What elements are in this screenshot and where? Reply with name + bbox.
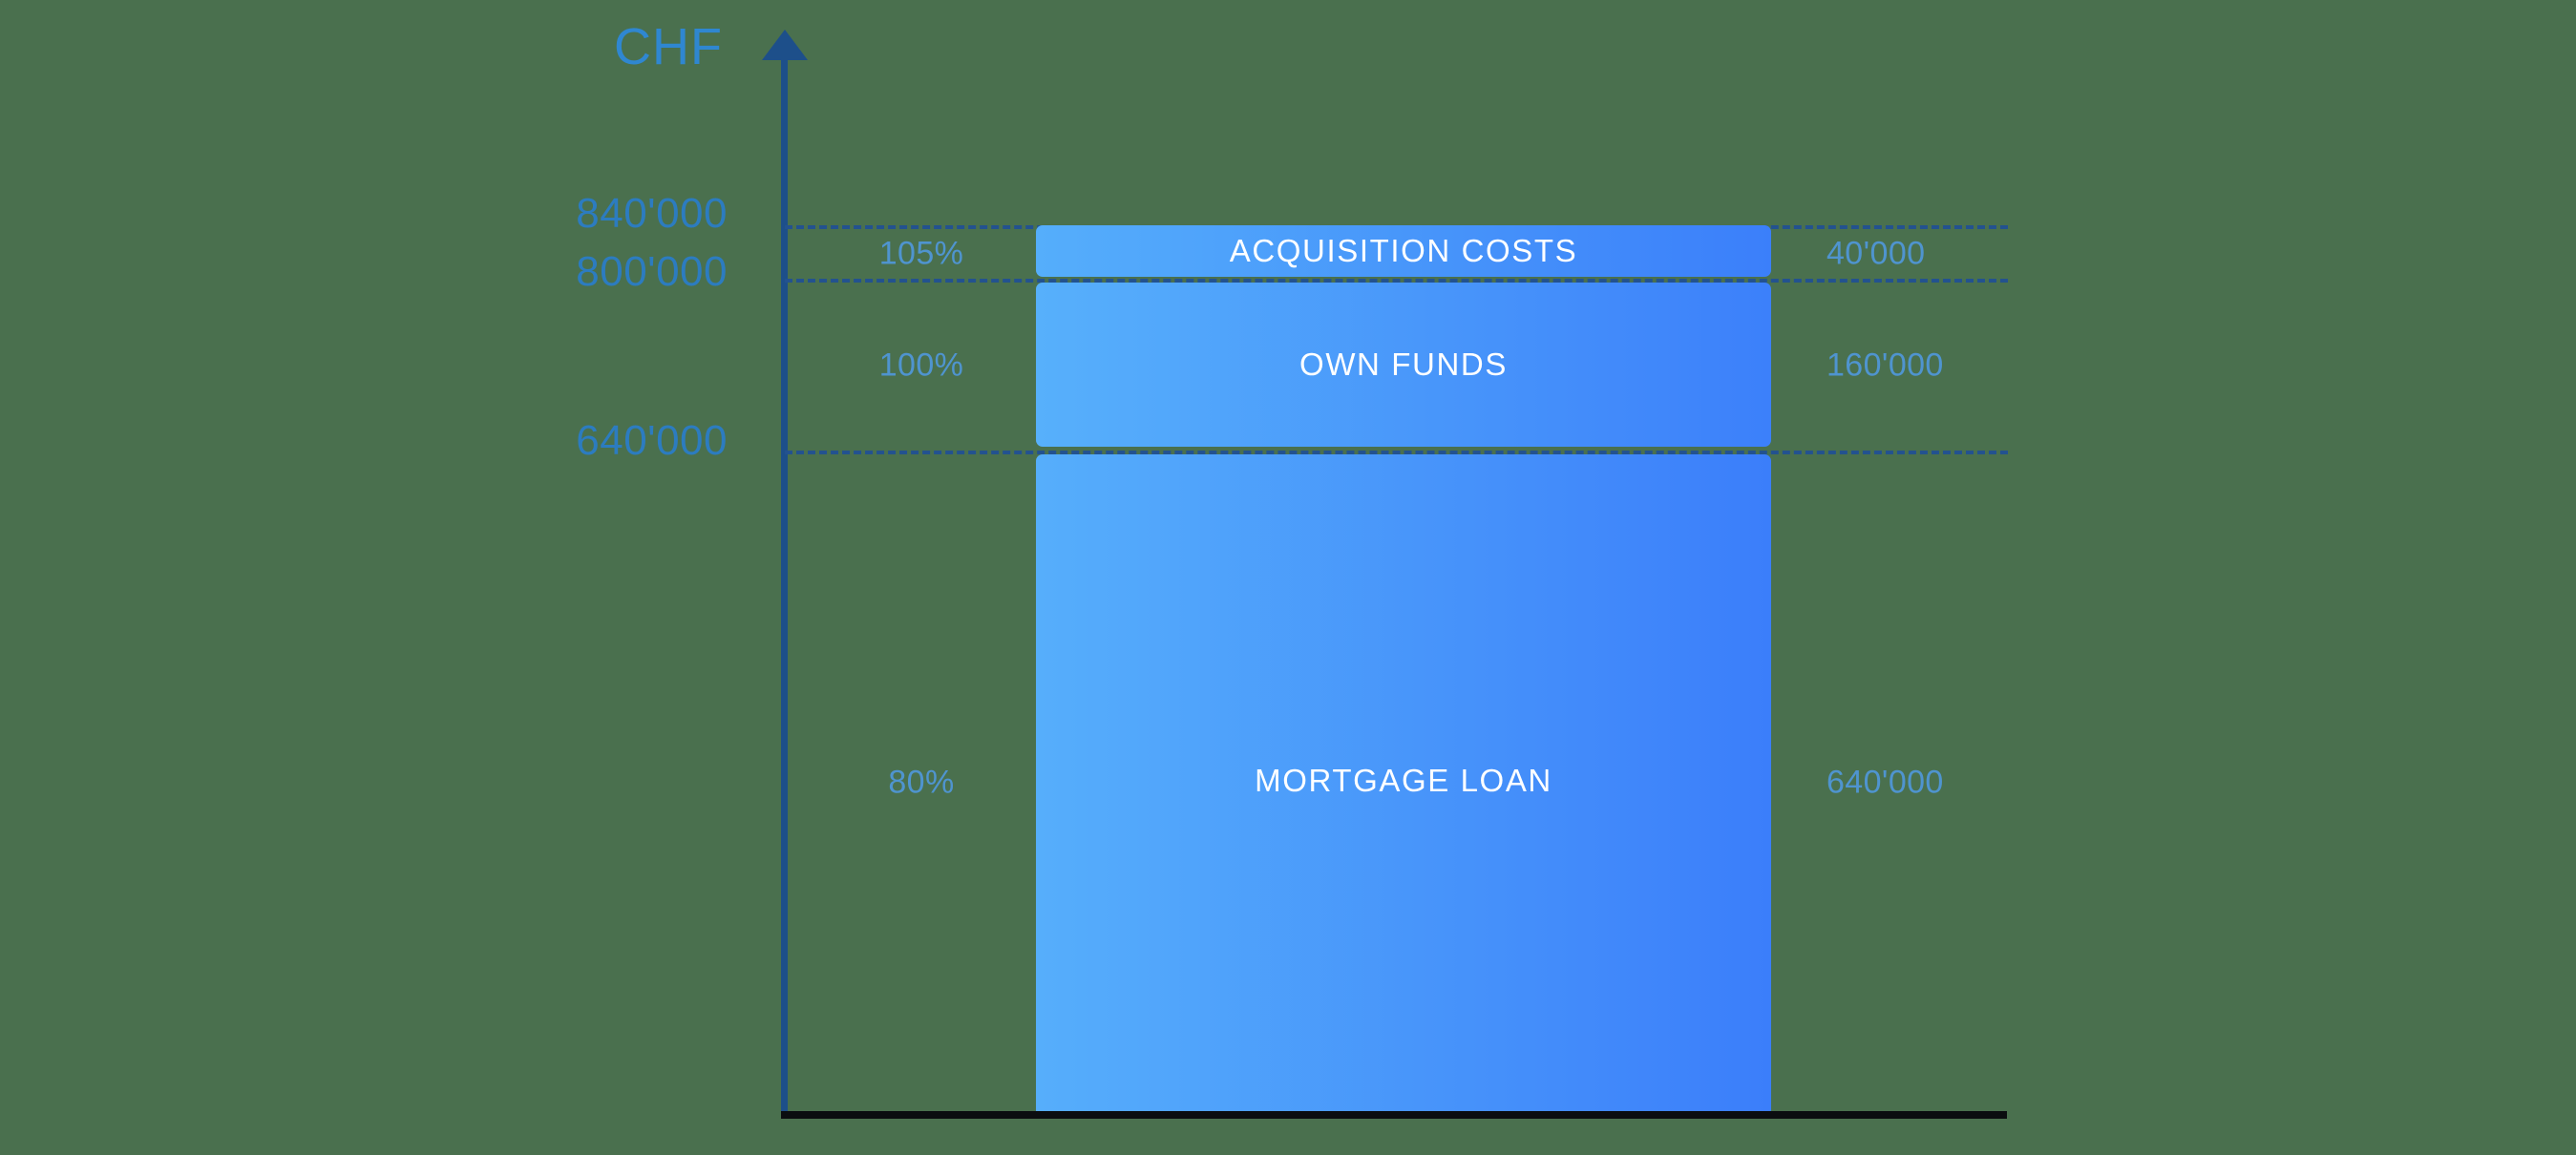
x-axis-line	[781, 1111, 2007, 1119]
y-axis-line	[781, 57, 788, 1117]
amount-label-acquisition-costs: 40'000	[1826, 235, 1926, 272]
bar-segment-mortgage-loan[interactable]: MORTGAGE LOAN	[1036, 454, 1771, 1111]
y-tick-label-840000: 840'000	[576, 190, 728, 237]
y-axis-arrow-icon	[762, 30, 808, 60]
bar-segment-own-funds[interactable]: OWN FUNDS	[1036, 283, 1771, 447]
bar-segment-label-own-funds: OWN FUNDS	[1299, 346, 1508, 382]
percent-label-own-funds: 100%	[878, 346, 964, 384]
bar-segment-label-mortgage-loan: MORTGAGE LOAN	[1255, 763, 1552, 798]
guide-line-800000	[785, 279, 2008, 283]
percent-label-mortgage-loan: 80%	[888, 764, 955, 801]
bar-segment-label-acquisition-costs: ACQUISITION COSTS	[1229, 233, 1578, 268]
y-tick-label-800000: 800'000	[576, 248, 728, 295]
y-axis-unit-label: CHF	[614, 18, 723, 75]
y-tick-label-640000: 640'000	[576, 417, 728, 464]
amount-label-mortgage-loan: 640'000	[1826, 764, 1944, 801]
percent-label-acquisition-costs: 105%	[878, 235, 964, 272]
guide-line-640000	[785, 451, 2008, 454]
amount-label-own-funds: 160'000	[1826, 346, 1944, 384]
bar-segment-acquisition-costs[interactable]: ACQUISITION COSTS	[1036, 225, 1771, 277]
